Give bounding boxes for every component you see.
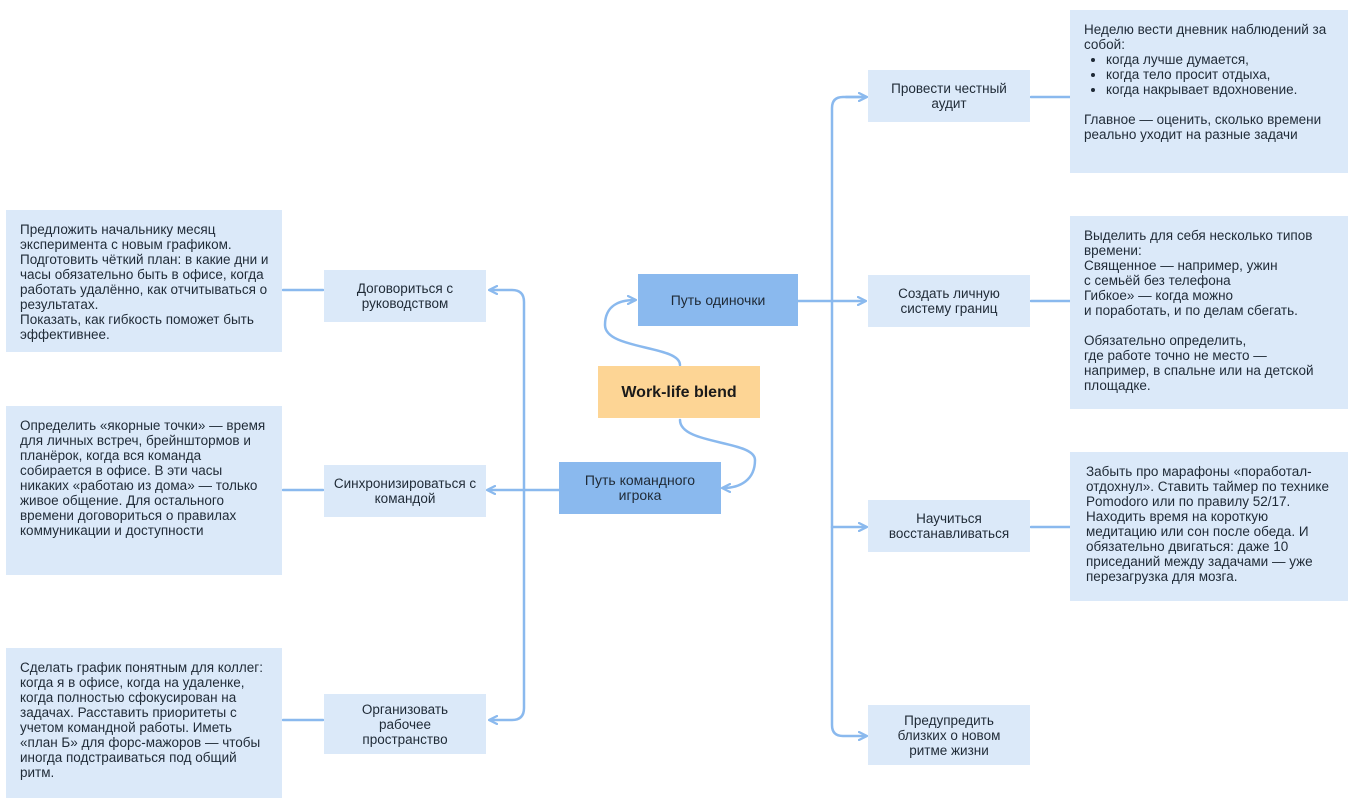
root-label: Work-life blend	[621, 383, 737, 401]
note-recover: Забыть про марафоны «поработал-отдохнул»…	[1070, 452, 1348, 601]
note-audit-list: когда лучше думается, когда тело просит …	[1084, 52, 1338, 97]
topic-sync-label: Синхронизироваться с командой	[333, 476, 477, 506]
topic-warn-family-label: Предупредить близких о новом ритме жизни	[897, 712, 1001, 758]
note-sync: Определить «якорные точки» — время для л…	[6, 406, 282, 575]
root-node[interactable]: Work-life blend	[598, 366, 760, 418]
connector-right-trunk-down	[830, 299, 866, 527]
topic-audit-label: Провести честный аудит	[891, 81, 1007, 111]
note-audit-bullet: когда лучше думается,	[1106, 52, 1338, 67]
connector-left-trunk-up	[490, 290, 526, 492]
branch-solo-label: Путь одиночки	[670, 291, 766, 308]
topic-boundaries[interactable]: Создать личную системy границ	[868, 275, 1030, 327]
note-audit-bullet: когда накрывает вдохновение.	[1106, 82, 1338, 97]
note-workspace: Сделать график понятным для коллег: когд…	[6, 648, 282, 798]
branch-team[interactable]: Путь командного игрока	[559, 462, 721, 514]
topic-boss-label: Договориться с руководством	[356, 281, 454, 311]
topic-audit[interactable]: Провести честный аудит	[868, 70, 1030, 122]
topic-sync[interactable]: Синхронизироваться с командой	[324, 465, 486, 517]
note-audit: Неделю вести дневник наблюдений за собой…	[1070, 10, 1348, 173]
note-boss: Предложить начальнику месяц эксперимента…	[6, 210, 282, 352]
connector-root-solo	[603, 300, 682, 367]
branch-team-label: Путь командного игрока	[584, 472, 696, 503]
topic-recover-label: Научиться восстанавливаться	[888, 511, 1010, 541]
note-audit-intro: Неделю вести дневник наблюдений за собой…	[1084, 22, 1327, 52]
connector-left-trunk-down	[490, 488, 526, 720]
topic-recover[interactable]: Научиться восстанавливаться	[868, 500, 1030, 552]
topic-warn-family[interactable]: Предупредить близких о новом ритме жизни	[868, 705, 1030, 765]
connector-right-trunk	[830, 95, 868, 303]
connector-right-trunk-bottom	[830, 525, 866, 736]
note-boundaries: Выделить для себя несколько типов времен…	[1070, 216, 1348, 409]
branch-solo[interactable]: Путь одиночки	[638, 274, 798, 326]
topic-workspace[interactable]: Организовать рабочее пространство	[324, 694, 486, 754]
connector-root-team	[678, 418, 757, 488]
topic-boundaries-label: Создать личную системy границ	[898, 286, 1000, 316]
note-audit-bullet: когда тело просит отдыха,	[1106, 67, 1338, 82]
topic-workspace-label: Организовать рабочее пространство	[361, 701, 449, 747]
topic-boss[interactable]: Договориться с руководством	[324, 270, 486, 322]
note-audit-outro: Главное — оценить, сколько времени реаль…	[1084, 112, 1322, 142]
